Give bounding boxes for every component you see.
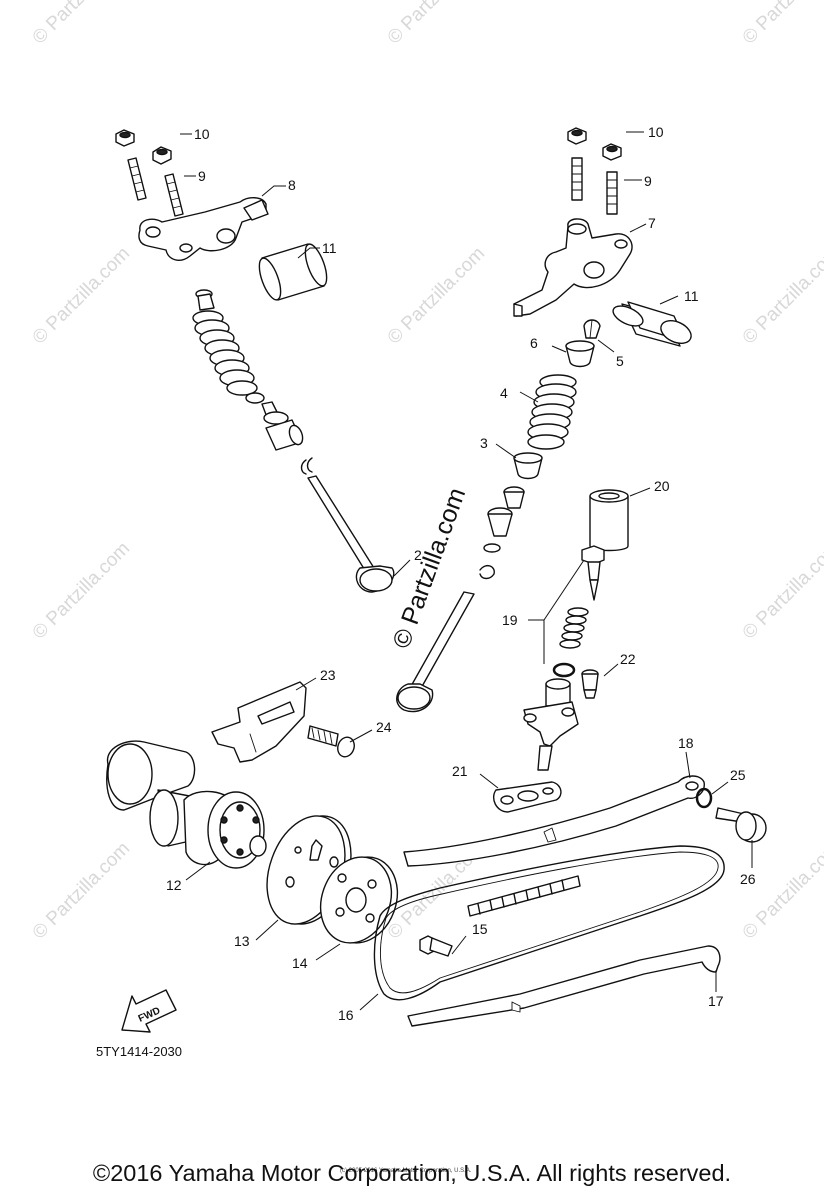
tensioner-spring <box>559 607 589 649</box>
bolt-15 <box>419 935 453 957</box>
watermark: © Partzilla.com <box>739 243 824 348</box>
callout-13: 13 <box>234 933 250 949</box>
callout-8: 8 <box>288 177 296 193</box>
callout-17: 17 <box>708 993 724 1009</box>
callout-11: 11 <box>322 240 337 256</box>
camshaft-12 <box>106 740 267 869</box>
adjuster-9-left <box>127 157 184 217</box>
callout-19: 19 <box>502 612 518 628</box>
valve-2 <box>307 475 395 593</box>
rocker-arm-7 <box>513 218 633 317</box>
watermark: © Partzilla.com <box>384 0 489 49</box>
callout-10: 10 <box>194 126 210 142</box>
guide-18 <box>403 775 705 867</box>
watermark: © Partzilla.com <box>739 838 824 943</box>
copyright-footer: ©2016 Yamaha Motor Corporation, U.S.A. A… <box>92 1160 732 1186</box>
callout-2: 2 <box>414 547 422 563</box>
nut-10-right <box>567 127 622 161</box>
callout-21: 21 <box>452 763 468 779</box>
callout-20: 20 <box>654 478 670 494</box>
watermark: © Partzilla.com <box>29 0 134 49</box>
callout-14: 14 <box>292 955 308 971</box>
callout-15: 15 <box>472 921 488 937</box>
callout-24: 24 <box>376 719 392 735</box>
callout-10: 10 <box>648 124 664 140</box>
rocker-shaft-11-right <box>612 301 692 347</box>
valve-clip-left <box>300 457 313 475</box>
watermark: © Partzilla.com <box>739 0 824 49</box>
callout-11: 11 <box>684 288 699 304</box>
valve-seal-right <box>479 486 525 580</box>
rocker-shaft-11-left <box>258 243 328 301</box>
seat-3 <box>513 452 543 480</box>
cap-20 <box>589 489 629 552</box>
bolt-26 <box>715 807 767 843</box>
callout-numbers: 10 9 8 11 10 9 7 11 6 5 4 3 2 20 19 22 2… <box>166 124 756 1023</box>
callout-22: 22 <box>620 651 636 667</box>
tensioner-bolt <box>581 545 605 601</box>
stopper-23 <box>211 681 307 763</box>
watermark: © Partzilla.com <box>29 243 134 348</box>
cotter-5 <box>583 319 601 339</box>
watermarks: © Partzilla.com © Partzilla.com © Partzi… <box>29 0 824 944</box>
fwd-arrow-icon: FWD <box>121 989 177 1033</box>
callout-3: 3 <box>480 435 488 451</box>
valve-right <box>396 591 475 713</box>
adjuster-9-right <box>571 157 618 215</box>
watermark: © Partzilla.com <box>739 538 824 643</box>
retainer-6 <box>565 340 595 368</box>
spring-4 <box>527 374 577 450</box>
watermark: © Partzilla.com <box>29 538 134 643</box>
callout-23: 23 <box>320 667 336 683</box>
callout-12: 12 <box>166 877 182 893</box>
callout-9: 9 <box>644 173 652 189</box>
gasket-21 <box>492 781 562 813</box>
fine-print: (c) 2005-2016 Yamaha Motor Corporation, … <box>340 1168 472 1174</box>
callout-18: 18 <box>678 735 694 751</box>
callout-4: 4 <box>500 385 508 401</box>
o-ring <box>552 662 576 678</box>
partzilla-watermark: © Partzilla.com <box>387 484 471 652</box>
chain-16 <box>373 845 725 1001</box>
callout-16: 16 <box>338 1007 354 1023</box>
callout-25: 25 <box>730 767 746 783</box>
watermark: © Partzilla.com <box>384 243 489 348</box>
callout-5: 5 <box>616 353 624 369</box>
diagram-code: 5TY1414-2030 <box>96 1044 182 1059</box>
callout-9: 9 <box>198 168 206 184</box>
watermark: © Partzilla.com <box>29 838 134 943</box>
bolt-22 <box>581 669 599 699</box>
callout-26: 26 <box>740 871 756 887</box>
callout-7: 7 <box>648 215 656 231</box>
nut-10-left <box>115 129 172 165</box>
chain-section <box>467 875 581 917</box>
rocker-arm-8 <box>138 197 269 261</box>
o-ring-25 <box>695 787 713 809</box>
valve-spring-left <box>192 289 304 451</box>
bolt-24 <box>307 725 355 758</box>
tensioner-body <box>523 678 579 771</box>
callout-6: 6 <box>530 335 538 351</box>
guide-17 <box>407 945 721 1027</box>
sprocket-14 <box>319 856 399 944</box>
callout-lines <box>180 131 753 1011</box>
